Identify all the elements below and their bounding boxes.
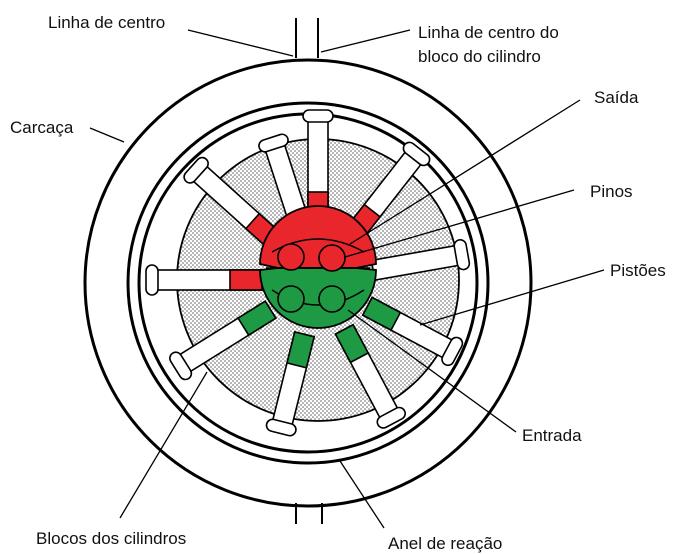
- piston-shoe: [441, 336, 464, 367]
- piston-shoe: [145, 264, 159, 296]
- label-block-centerline-2: bloco do cilindro: [418, 47, 541, 66]
- housing-ring: [83, 58, 533, 508]
- label-pistons: Pistões: [610, 261, 666, 280]
- piston: [265, 330, 316, 437]
- leader-pistons: [419, 269, 605, 326]
- label-pins: Pinos: [590, 182, 633, 201]
- pin-inlet-left: [277, 285, 305, 313]
- pins-group: [277, 243, 346, 313]
- piston-shoe: [169, 351, 193, 381]
- piston: [169, 300, 277, 381]
- labels: Linha de centro Linha de centro do bloco…: [10, 13, 666, 553]
- pistons-group: [145, 109, 471, 437]
- piston-shoe: [302, 109, 334, 123]
- piston-shoe: [402, 141, 431, 167]
- piston: [370, 238, 471, 282]
- leader-lines: [89, 29, 605, 529]
- label-reaction-ring: Anel de reação: [388, 534, 502, 553]
- pin-inlet-right: [318, 285, 346, 313]
- inlet-port: [259, 267, 377, 329]
- leader-cylinder-blocks: [119, 371, 208, 519]
- leader-housing: [89, 127, 125, 143]
- piston-shoe: [258, 133, 289, 153]
- label-outlet: Saída: [594, 88, 639, 107]
- label-inlet: Entrada: [522, 426, 582, 445]
- label-cylinder-blocks: Blocos dos cilindros: [36, 529, 186, 548]
- label-block-centerline-1: Linha de centro do: [418, 23, 559, 42]
- piston-shoe: [453, 238, 471, 271]
- leader-inlet: [347, 309, 517, 433]
- piston: [334, 323, 406, 429]
- reaction-ring-outer: [126, 101, 490, 465]
- leader-reaction-ring: [339, 460, 385, 529]
- piston-chamber-inlet: [286, 330, 316, 369]
- label-housing: Carcaça: [10, 118, 74, 137]
- leader-centerline: [187, 29, 294, 57]
- leader-block-centerline: [320, 29, 411, 53]
- piston-shoe: [265, 418, 297, 437]
- piston-chamber-outlet: [229, 269, 263, 291]
- piston: [145, 264, 263, 296]
- piston-chamber-inlet: [236, 300, 277, 337]
- piston-chamber-inlet: [361, 296, 402, 332]
- pin-outlet-left: [277, 243, 305, 271]
- piston-chamber-inlet: [334, 323, 370, 364]
- label-centerline: Linha de centro: [48, 13, 165, 32]
- piston-shoe: [376, 406, 406, 429]
- piston: [361, 296, 464, 367]
- pin-outlet-right: [318, 244, 346, 272]
- piston-shoe: [183, 156, 209, 184]
- leader-pins: [344, 189, 575, 258]
- leader-outlet: [349, 99, 581, 245]
